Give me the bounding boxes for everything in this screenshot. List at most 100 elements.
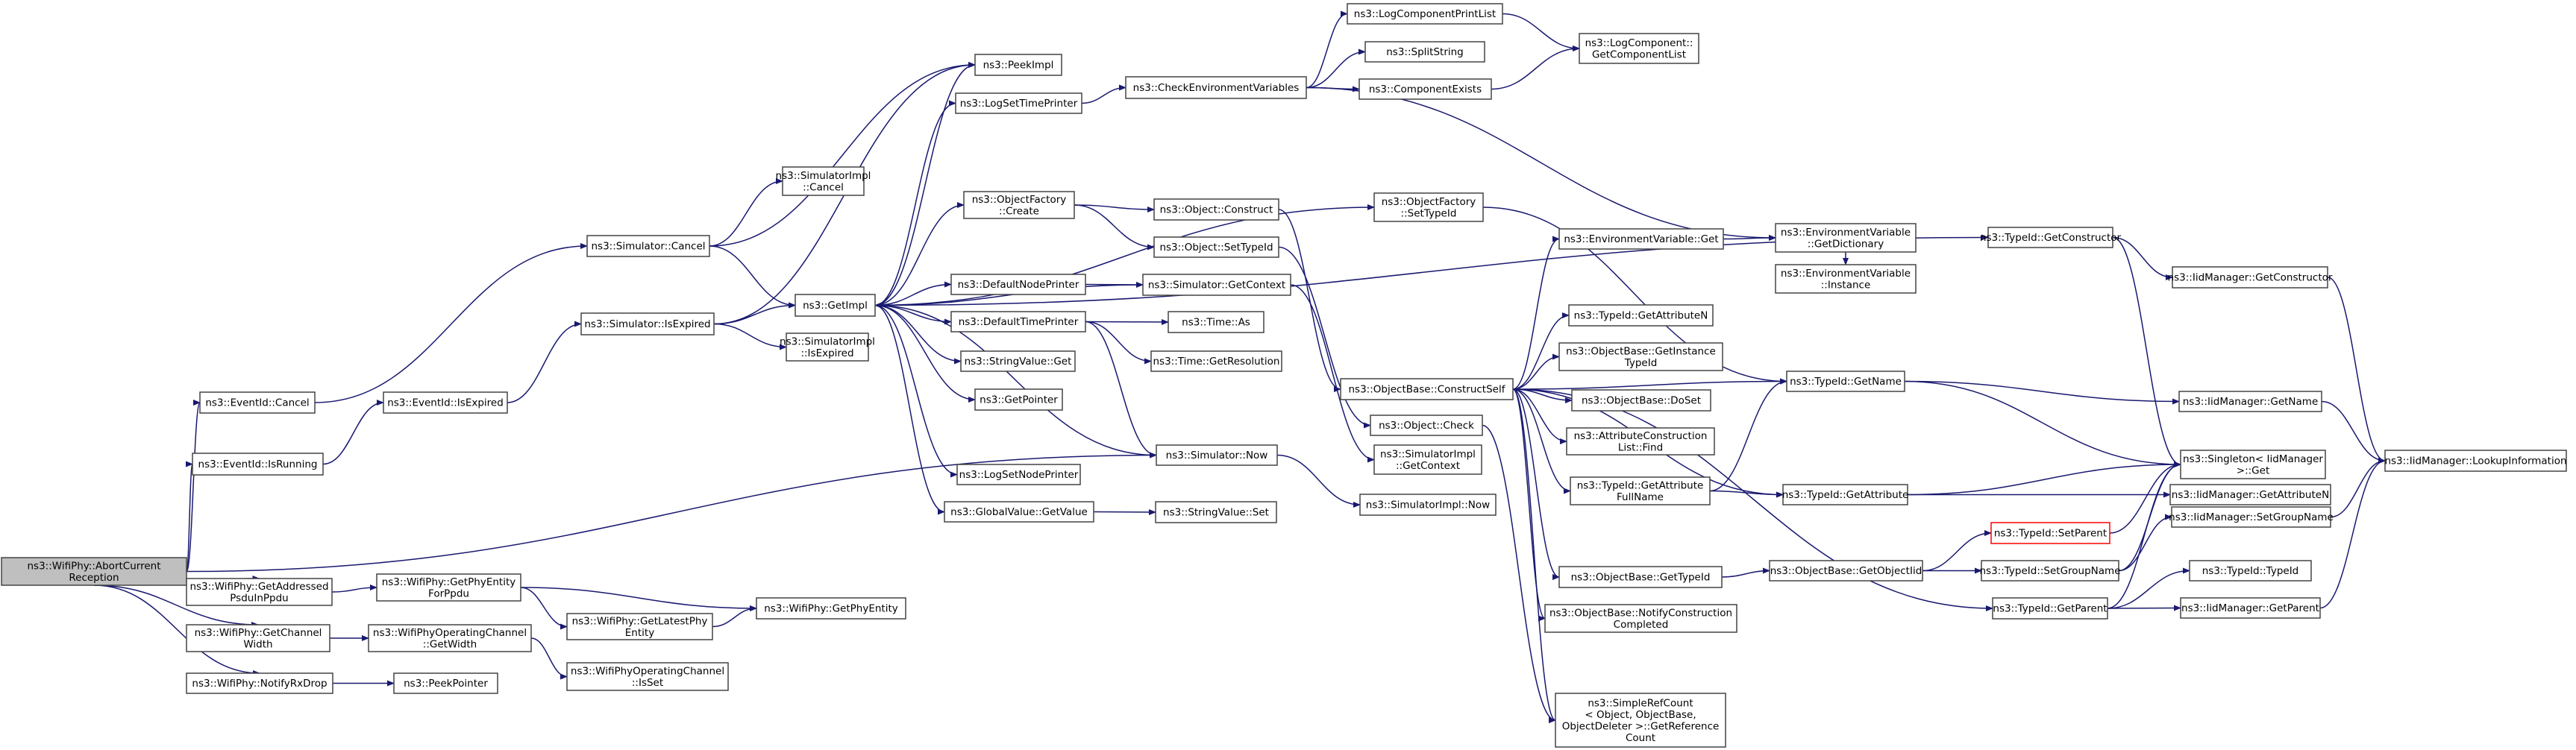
graph-node-eventid-isexpired[interactable]: ns3::EventId::IsExpired: [383, 391, 508, 414]
graph-node-logcomponentprintlist[interactable]: ns3::LogComponentPrintList: [1347, 3, 1503, 25]
node-box: [368, 624, 532, 652]
graph-node-getimpl[interactable]: ns3::GetImpl: [795, 294, 876, 317]
graph-node-eventid-isrunning[interactable]: ns3::EventId::IsRunning: [192, 453, 324, 476]
graph-node-sim-cancel[interactable]: ns3::Simulator::Cancel: [586, 235, 710, 257]
node-label-line: ::Create: [999, 205, 1039, 217]
edge-sim_now-to-simimpl_now: [1276, 454, 1361, 508]
edge-objfactory_create-to-object_construct: [1074, 204, 1155, 212]
graph-node-stringvalue-get[interactable]: ns3::StringValue::Get: [960, 350, 1076, 372]
graph-node-objfactory-settypeid[interactable]: ns3::ObjectFactory::SetTypeId: [1373, 192, 1484, 222]
node-box: [199, 391, 316, 414]
graph-node-logcomponent-getcomponentlist[interactable]: ns3::LogComponent::GetComponentList: [1579, 33, 1699, 64]
graph-node-object-check[interactable]: ns3::Object::Check: [1370, 415, 1483, 436]
graph-node-opchan-getwidth[interactable]: ns3::WifiPhyOperatingChannel::GetWidth: [368, 624, 532, 652]
graph-node-time-as[interactable]: ns3::Time::As: [1168, 311, 1265, 333]
edge-constructself-to-objbase_gettypeid: [1512, 388, 1560, 580]
graph-node-singleton-get[interactable]: ns3::Singleton< IidManager >::Get: [2180, 450, 2326, 479]
graph-node-peekpointer[interactable]: ns3::PeekPointer: [393, 672, 498, 694]
edge-typeid_getparent-to-typeid_typeid: [2107, 567, 2190, 609]
edge-constructself-to-attrconstructionlist_find: [1512, 388, 1567, 444]
graph-node-typeid-getattribute[interactable]: ns3::TypeId::GetAttribute: [1782, 484, 1909, 505]
graph-node-iidmanager-getparent[interactable]: ns3::IidManager::GetParent: [2180, 597, 2321, 619]
graph-node-simplerefcount-getreferencecount[interactable]: ns3::SimpleRefCount< Object, ObjectBase,…: [1555, 693, 1726, 748]
graph-node-typeid-typeid[interactable]: ns3::TypeId::TypeId: [2189, 560, 2312, 582]
graph-node-objbase-gettypeid[interactable]: ns3::ObjectBase::GetTypeId: [1558, 566, 1723, 588]
edge-constructself-to-simplerefcount_getreferencecount: [1512, 388, 1556, 723]
node-label-line: ns3::CheckEnvironmentVariables: [1133, 82, 1300, 94]
graph-node-object-construct[interactable]: ns3::Object::Construct: [1153, 198, 1279, 221]
edge-getphyentityforppdu-to-getphyentity: [520, 587, 757, 611]
graph-node-typeid-getattributen[interactable]: ns3::TypeId::GetAttributeN: [1568, 304, 1714, 327]
graph-node-defaultnodeprinter[interactable]: ns3::DefaultNodePrinter: [950, 274, 1086, 295]
graph-node-iidmanager-getattributen[interactable]: ns3::IidManager::GetAttributeN: [2169, 484, 2331, 505]
node-layer: ns3::WifiPhy::AbortCurrentReceptionns3::…: [1, 3, 2567, 748]
node-label-line: ns3::DefaultTimePrinter: [959, 316, 1079, 328]
node-label-line: ns3::IidManager::SetGroupName: [2169, 511, 2334, 523]
node-label-line: GetComponentList: [1592, 48, 1686, 60]
graph-node-defaulttimeprinter[interactable]: ns3::DefaultTimePrinter: [950, 311, 1086, 333]
graph-node-globalvalue-getvalue[interactable]: ns3::GlobalValue::GetValue: [944, 501, 1094, 523]
graph-node-objbase-doset[interactable]: ns3::ObjectBase::DoSet: [1571, 389, 1711, 412]
graph-node-sim-now[interactable]: ns3::Simulator::Now: [1156, 444, 1278, 466]
node-label-line: ns3::SplitString: [1386, 46, 1464, 58]
graph-node-envvar-get[interactable]: ns3::EnvironmentVariable::Get: [1558, 228, 1724, 250]
graph-node-simimpl-now[interactable]: ns3::SimulatorImpl::Now: [1359, 494, 1497, 516]
node-box: [2178, 391, 2322, 412]
graph-node-typeid-getconstructor[interactable]: ns3::TypeId::GetConstructor: [1980, 227, 2122, 248]
graph-node-notifyrxdrop[interactable]: ns3::WifiPhy::NotifyRxDrop: [186, 672, 333, 694]
graph-node-time-getresolution[interactable]: ns3::Time::GetResolution: [1150, 350, 1282, 372]
graph-node-typeid-setparent[interactable]: ns3::TypeId::SetParent: [1990, 522, 2110, 544]
node-box: [1775, 223, 1917, 253]
graph-node-objbase-notifyconstructioncompleted[interactable]: ns3::ObjectBase::NotifyConstructionCompl…: [1544, 604, 1737, 633]
graph-node-iidmanager-setgroupname[interactable]: ns3::IidManager::SetGroupName: [2169, 506, 2334, 528]
graph-node-objfactory-create[interactable]: ns3::ObjectFactory::Create: [963, 191, 1075, 219]
graph-node-envvar-getdictionary[interactable]: ns3::EnvironmentVariable::GetDictionary: [1775, 223, 1917, 253]
graph-node-sim-getcontext[interactable]: ns3::Simulator::GetContext: [1142, 274, 1291, 296]
graph-node-getphyentity[interactable]: ns3::WifiPhy::GetPhyEntity: [756, 597, 906, 620]
graph-node-constructself[interactable]: ns3::ObjectBase::ConstructSelf: [1340, 378, 1514, 400]
graph-node-objbase-getobjectiid[interactable]: ns3::ObjectBase::GetObjectIid: [1769, 560, 1923, 582]
node-box: [950, 311, 1086, 333]
graph-node-componentexists[interactable]: ns3::ComponentExists: [1358, 78, 1492, 100]
graph-node-simimpl-getcontext[interactable]: ns3::SimulatorImpl::GetContext: [1373, 444, 1482, 475]
graph-node-simimpl-cancel[interactable]: ns3::SimulatorImpl::Cancel: [776, 166, 871, 196]
graph-node-peekimpl[interactable]: ns3::PeekImpl: [974, 54, 1062, 76]
graph-node-iidmanager-lookupinformation[interactable]: ns3::IidManager::LookupInformation: [2384, 450, 2567, 472]
edge-constructself-to-envvar_get: [1512, 236, 1560, 390]
graph-node-opchan-isset[interactable]: ns3::WifiPhyOperatingChannel::IsSet: [566, 662, 729, 691]
graph-node-stringvalue-set[interactable]: ns3::StringValue::Set: [1155, 501, 1277, 523]
edge-iidmanager_getname-to-iidmanager_lookupinformation: [2321, 400, 2386, 464]
graph-node-checkenvvars[interactable]: ns3::CheckEnvironmentVariables: [1125, 76, 1307, 99]
graph-node-envvar-instance[interactable]: ns3::EnvironmentVariable::Instance: [1775, 264, 1917, 294]
graph-node-splitstring[interactable]: ns3::SplitString: [1364, 41, 1485, 63]
node-label-line: ns3::Time::As: [1182, 317, 1250, 329]
edge-envvar_get-to-envvar_getdictionary: [1723, 235, 1776, 242]
edge-sim_now-to-getimpl: [874, 302, 1157, 456]
graph-node-sim-isexpired[interactable]: ns3::Simulator::IsExpired: [580, 312, 715, 335]
graph-node-typeid-setgroupname[interactable]: ns3::TypeId::SetGroupName: [1979, 560, 2121, 582]
graph-node-typeid-getparent[interactable]: ns3::TypeId::GetParent: [1992, 597, 2108, 620]
graph-node-getpointer[interactable]: ns3::GetPointer: [974, 388, 1063, 411]
node-label-line: ns3::TypeId::SetParent: [1994, 528, 2107, 540]
graph-node-logsettimeprinter[interactable]: ns3::LogSetTimePrinter: [955, 92, 1082, 114]
graph-node-logsetnodeprinter[interactable]: ns3::LogSetNodePrinter: [956, 464, 1081, 485]
graph-node-iidmanager-getconstructor[interactable]: ns3::IidManager::GetConstructor: [2168, 266, 2333, 289]
node-box: [955, 92, 1082, 114]
graph-node-iidmanager-getname[interactable]: ns3::IidManager::GetName: [2178, 391, 2322, 412]
node-label-line: ns3::ObjectBase::GetInstance: [1566, 345, 1716, 357]
node-box: [1364, 41, 1485, 63]
graph-node-object-settypeid[interactable]: ns3::Object::SetTypeId: [1153, 236, 1279, 258]
graph-node-eventid-cancel[interactable]: ns3::EventId::Cancel: [199, 391, 316, 414]
graph-node-simimpl-isexpired[interactable]: ns3::SimulatorImpl::IsExpired: [780, 333, 875, 362]
node-box: [1370, 415, 1483, 436]
graph-node-typeid-getname[interactable]: ns3::TypeId::GetName: [1786, 371, 1905, 392]
